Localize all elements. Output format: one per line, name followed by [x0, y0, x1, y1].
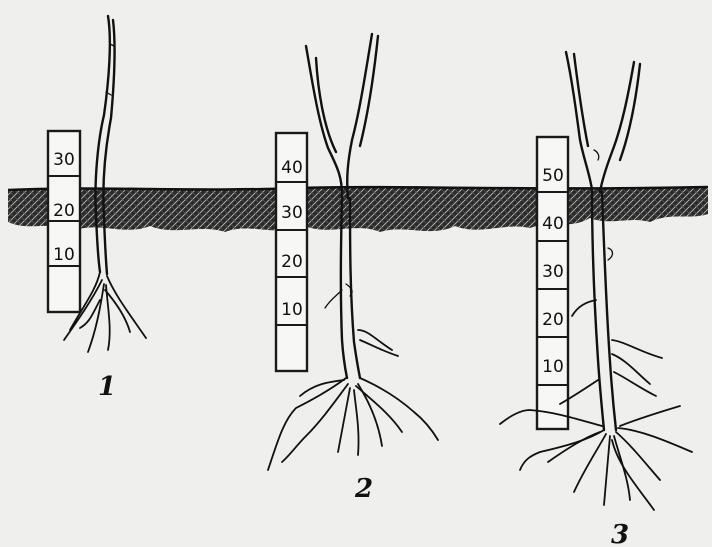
seedling-3	[500, 52, 692, 510]
scale-mark: 10	[542, 357, 564, 377]
scale-mark: 20	[281, 252, 303, 272]
scale-mark: 40	[281, 158, 303, 178]
scale-mark: 40	[542, 214, 564, 234]
figure-label-3: 3	[611, 520, 629, 547]
depth-scale-1: 30 20 10	[48, 131, 80, 312]
scale-mark: 10	[53, 245, 75, 265]
scale-mark: 30	[53, 150, 75, 170]
scale-mark: 50	[542, 166, 564, 186]
scale-mark: 20	[542, 310, 564, 330]
scale-mark: 20	[53, 201, 75, 221]
depth-scale-2: 40 30 20 10	[276, 133, 307, 371]
depth-scale-3: 50 40 30 20 10	[537, 137, 568, 429]
scale-mark: 10	[281, 300, 303, 320]
figure-3: 50 40 30 20 10	[500, 52, 692, 547]
figure-label-2: 2	[354, 474, 373, 504]
scale-mark: 30	[281, 203, 303, 223]
figure-label-1: 1	[98, 372, 116, 402]
figure-2: 40 30 20 10 2	[268, 34, 438, 504]
scale-mark: 30	[542, 262, 564, 282]
